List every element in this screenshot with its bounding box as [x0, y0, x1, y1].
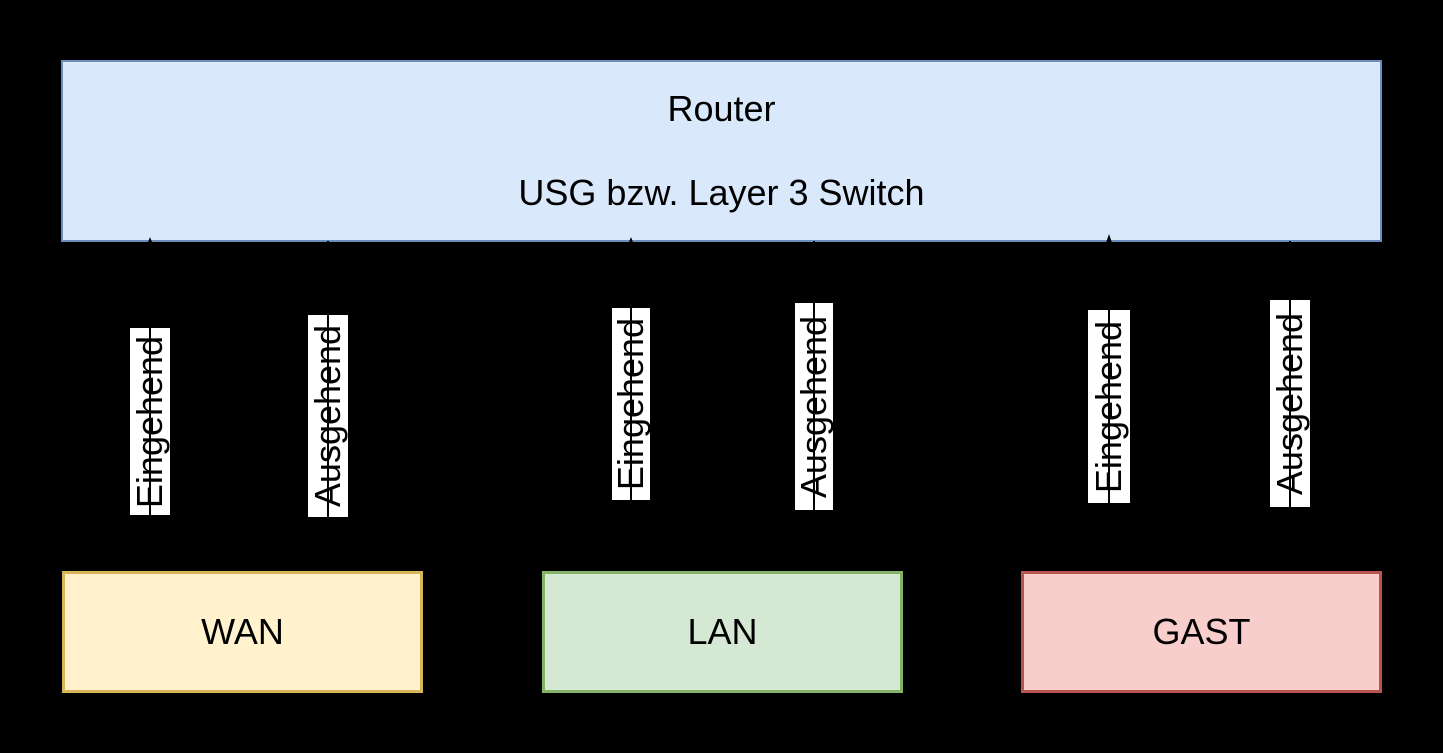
zone-box-gast: GAST: [1021, 571, 1382, 693]
router-title: Router: [667, 88, 776, 129]
zone-label-lan: LAN: [687, 611, 758, 652]
flow-label-lan-ausgehend: Ausgehend: [793, 303, 834, 510]
flow-label-gast-ausgehend: Ausgehend: [1269, 300, 1310, 507]
flow-label-wan-eingehend: Eingehend: [129, 328, 170, 515]
flow-label-lan-eingehend: Eingehend: [610, 308, 651, 500]
zone-box-lan: LAN: [542, 571, 903, 693]
zone-label-gast: GAST: [1152, 611, 1251, 652]
flow-label-gast-eingehend: Eingehend: [1088, 310, 1130, 503]
zone-label-wan: WAN: [201, 611, 284, 652]
flow-label-wan-ausgehend: Ausgehend: [307, 315, 348, 517]
router-box: Router USG bzw. Layer 3 Switch: [61, 60, 1382, 242]
router-subtitle: USG bzw. Layer 3 Switch: [518, 172, 925, 213]
zone-box-wan: WAN: [62, 571, 423, 693]
